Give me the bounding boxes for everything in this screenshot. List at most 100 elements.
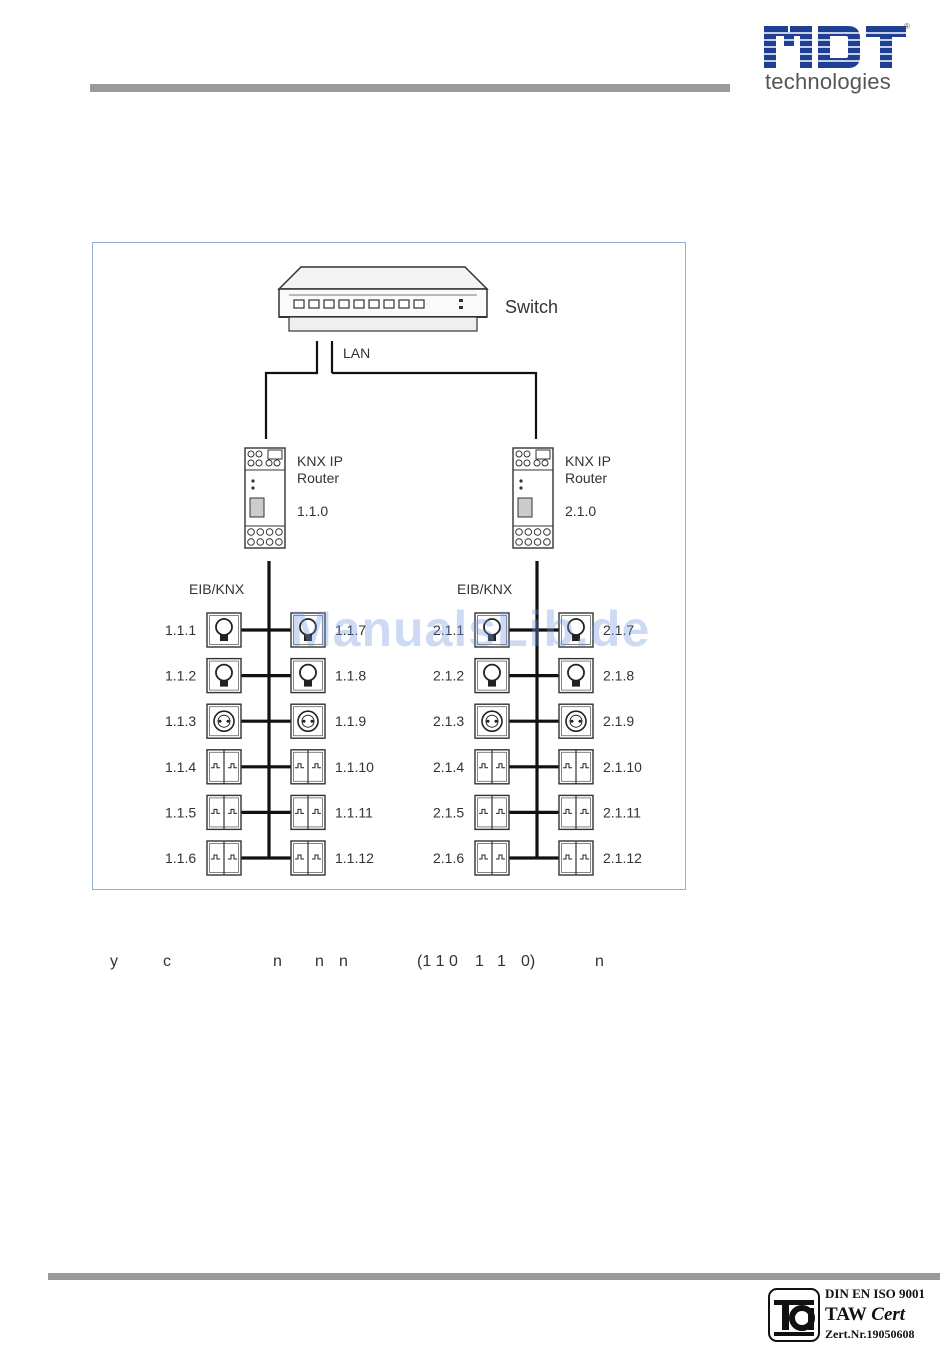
- pushbutton-icon: [206, 749, 242, 785]
- certification-badge: DIN EN ISO 9001 TAW Cert Zert.Nr.1905060…: [768, 1286, 940, 1346]
- socket-icon: [206, 703, 242, 739]
- footer-divider: [48, 1273, 940, 1280]
- cert-body-cert: Cert: [871, 1304, 906, 1325]
- caption-fragment: 0): [521, 953, 536, 970]
- device-address: 1.1.4: [165, 759, 196, 775]
- mdt-logo: technologies: [762, 24, 912, 96]
- switch-port: [398, 299, 410, 309]
- lan-cabling: [264, 341, 538, 439]
- topology-diagram: Switch LAN KNX IP Router 1.1.0 KNX IP Ro…: [165, 266, 642, 876]
- caption-fragment: n: [315, 953, 324, 970]
- header-divider: [90, 84, 730, 92]
- figure-caption: y c n n n (1 1 0 1 1 0) n: [108, 953, 708, 975]
- device-address: 2.1.1: [433, 622, 464, 638]
- knx-ip-router-1: [244, 447, 286, 549]
- mdt-logo-mark: [762, 26, 908, 68]
- bus-label-line-2: EIB/KNX: [457, 581, 513, 597]
- device-address: 2.1.9: [603, 713, 634, 729]
- caption-fragment: c: [163, 953, 171, 970]
- device-address: 2.1.4: [433, 759, 464, 775]
- device-address: 1.1.3: [165, 713, 196, 729]
- device-address: 2.1.12: [603, 850, 642, 866]
- cert-standard: DIN EN ISO 9001: [825, 1286, 926, 1301]
- device-address: 2.1.3: [433, 713, 464, 729]
- lamp-icon: [206, 612, 242, 648]
- caption-fragment: (1 1 0: [417, 953, 458, 970]
- device-address: 1.1.10: [335, 759, 374, 775]
- switch-port: [293, 299, 305, 309]
- device-address: 2.1.11: [603, 804, 641, 820]
- router-1-name-line2: Router: [297, 470, 339, 486]
- switch-port: [383, 299, 395, 309]
- router-2-address: 2.1.0: [565, 503, 596, 519]
- switch-port: [368, 299, 380, 309]
- switch-icon: [277, 266, 489, 332]
- cert-number: Zert.Nr.19050608: [825, 1327, 915, 1341]
- pushbutton-icon: [290, 749, 326, 785]
- lamp-icon: [206, 657, 242, 694]
- device-address: 2.1.5: [433, 804, 464, 820]
- switch-port: [413, 299, 425, 309]
- device-address: 1.1.8: [335, 668, 366, 684]
- watermark: ManualsLib.de: [290, 601, 651, 657]
- device-address: 2.1.10: [603, 759, 642, 775]
- device-address: 1.1.2: [165, 668, 196, 684]
- device-address: 2.1.8: [603, 668, 634, 684]
- lamp-icon: [474, 657, 510, 694]
- pushbutton-icon: [206, 794, 242, 831]
- device-address: 1.1.9: [335, 713, 366, 729]
- knx-ip-router-2: [512, 447, 554, 549]
- registered-mark: ®: [904, 22, 910, 31]
- lamp-icon: [474, 612, 510, 648]
- device-address: 1.1.12: [335, 850, 374, 866]
- pushbutton-icon: [206, 840, 242, 876]
- caption-fragment: 1: [497, 953, 506, 970]
- caption-fragment: y: [110, 953, 118, 970]
- caption-fragment: 1: [475, 953, 484, 970]
- lan-label: LAN: [343, 345, 370, 361]
- knx-line-1: 1.1.1 1.1.7 1.1.2 1.1.8 1.1.3 1.1.9 1.1.4 1.1.1…: [165, 561, 374, 876]
- device-address: 1.1.1: [165, 622, 196, 638]
- router-2-name-line2: Router: [565, 470, 607, 486]
- caption-fragment: n: [339, 953, 348, 970]
- device-address: 2.1.2: [433, 668, 464, 684]
- socket-icon: [558, 703, 594, 739]
- cert-body-taw: TAW: [825, 1304, 872, 1325]
- pushbutton-icon: [558, 840, 594, 876]
- device-address: 2.1.7: [603, 622, 634, 638]
- pushbutton-icon: [474, 794, 510, 831]
- pushbutton-icon: [474, 749, 510, 785]
- router-1-address: 1.1.0: [297, 503, 328, 519]
- switch-port: [338, 299, 350, 309]
- device-address: 1.1.11: [335, 804, 373, 820]
- switch-label: Switch: [505, 297, 558, 317]
- device-address: 1.1.5: [165, 804, 196, 820]
- taw-cert-seal: [768, 1288, 820, 1342]
- caption-fragment: n: [273, 953, 282, 970]
- knx-line-2: 2.1.1 2.1.7 2.1.2 2.1.8 2.1.3 2.1.9 2.1.4 2.1.1…: [433, 561, 642, 876]
- logo-subtitle: technologies: [765, 69, 891, 94]
- pushbutton-icon: [558, 749, 594, 785]
- switch-port: [323, 299, 335, 309]
- pushbutton-icon: [290, 840, 326, 876]
- network-topology-figure: Switch LAN KNX IP Router 1.1.0 KNX IP Ro…: [92, 242, 686, 890]
- switch-port: [308, 299, 320, 309]
- lamp-icon: [558, 612, 594, 648]
- lamp-icon: [290, 612, 326, 648]
- pushbutton-icon: [558, 794, 594, 831]
- switch-port: [353, 299, 365, 309]
- socket-icon: [474, 703, 510, 739]
- socket-icon: [290, 703, 326, 739]
- router-2-name-line1: KNX IP: [565, 453, 611, 469]
- device-address: 1.1.7: [335, 622, 366, 638]
- cert-body: TAW Cert: [825, 1304, 905, 1326]
- lamp-icon: [558, 657, 594, 694]
- lamp-icon: [290, 657, 326, 694]
- device-address: 1.1.6: [165, 850, 196, 866]
- caption-fragment: n: [595, 953, 604, 970]
- device-address: 2.1.6: [433, 850, 464, 866]
- pushbutton-icon: [474, 840, 510, 876]
- pushbutton-icon: [290, 794, 326, 831]
- router-1-name-line1: KNX IP: [297, 453, 343, 469]
- bus-label-line-1: EIB/KNX: [189, 581, 245, 597]
